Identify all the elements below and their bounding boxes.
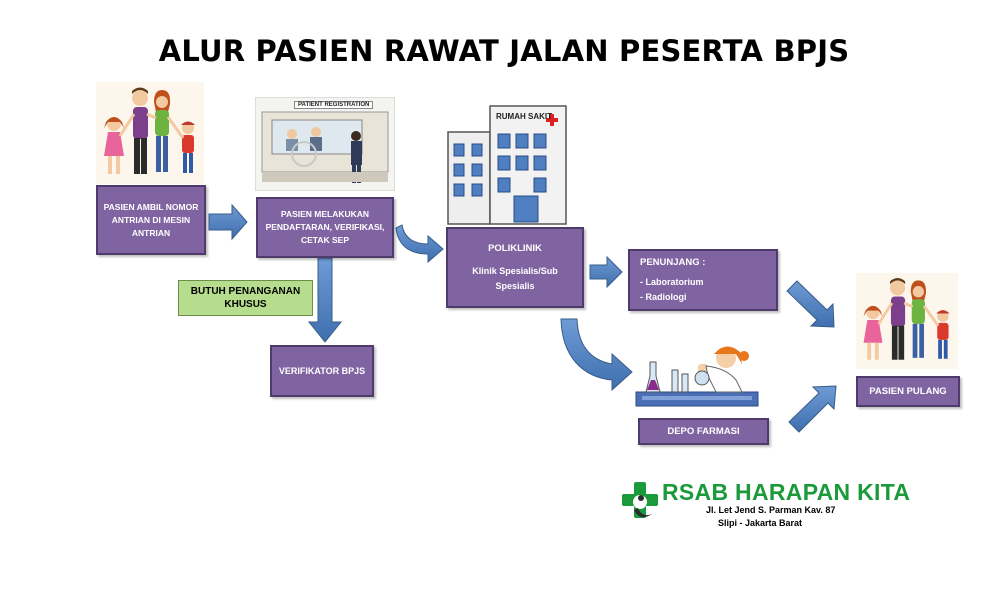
step-penunjang: PENUNJANG : - Laboratorium - Radiologi: [628, 249, 778, 311]
arrow-penunjang-to-pulang: [786, 280, 835, 328]
family-illustration: [96, 82, 204, 184]
arrow-pendaftaran-to-poliklinik: [395, 224, 444, 264]
step-ambil-nomor-line3: ANTRIAN: [131, 227, 171, 238]
step-ambil-nomor-line1: PASIEN AMBIL NOMOR: [103, 201, 199, 212]
step-verifikator-label: VERIFIKATOR BPJS: [278, 365, 366, 376]
note-butuh-penanganan-khusus: BUTUH PENANGANAN KHUSUS: [178, 280, 313, 316]
step-poliklinik-line2: Spesialis: [495, 281, 535, 291]
hospital-address-line1: Jl. Let Jend S. Parman Kav. 87: [706, 505, 836, 515]
step-pulang-label: PASIEN PULANG: [869, 386, 947, 397]
step-poliklinik: POLIKLINIK Klinik Spesialis/Sub Spesiali…: [446, 227, 584, 308]
step-pendaftaran-line3: CETAK SEP: [300, 235, 350, 245]
arrow-poliklinik-to-depo: [560, 318, 633, 392]
note-butuh-line1: BUTUH PENANGANAN: [190, 286, 301, 297]
step-depo-farmasi: DEPO FARMASI: [638, 418, 769, 445]
hospital-address-line2: Slipi - Jakarta Barat: [718, 518, 803, 528]
step-depo-label: DEPO FARMASI: [667, 426, 740, 437]
step-penunjang-item-radiologi: - Radiologi: [640, 292, 687, 302]
note-butuh-line2: KHUSUS: [224, 299, 267, 310]
diagram-title: ALUR PASIEN RAWAT JALAN PESERTA BPJS: [158, 34, 850, 68]
arrow-depo-to-pulang: [788, 385, 837, 433]
arrow-poliklinik-to-penunjang: [589, 255, 623, 289]
registration-sign: PATIENT REGISTRATION: [294, 101, 374, 109]
step-penunjang-heading: PENUNJANG :: [640, 257, 706, 268]
step-ambil-nomor-line2: ANTRIAN DI MESIN: [111, 214, 191, 225]
step-pendaftaran-line1: PASIEN MELAKUKAN: [280, 209, 370, 219]
arrow-pendaftaran-to-verifikator: [307, 257, 343, 343]
family-illustration-pulang: [856, 272, 958, 370]
step-ambil-nomor-antrian: PASIEN AMBIL NOMOR ANTRIAN DI MESIN ANTR…: [96, 185, 206, 255]
step-penunjang-item-lab: - Laboratorium: [640, 277, 704, 287]
step-pendaftaran-line2: PENDAFTARAN, VERIFIKASI,: [265, 222, 385, 232]
registration-illustration: PATIENT REGISTRATION: [255, 97, 395, 191]
arrow-antrian-to-pendaftaran: [208, 203, 248, 241]
step-poliklinik-line1: Klinik Spesialis/Sub: [472, 266, 558, 276]
hospital-name: RSAB HARAPAN KITA: [662, 479, 911, 505]
hospital-sign: RUMAH SAKIT: [496, 112, 552, 121]
step-verifikator-bpjs: VERIFIKATOR BPJS: [270, 345, 374, 397]
hospital-illustration: RUMAH SAKIT: [446, 104, 568, 226]
step-poliklinik-heading: POLIKLINIK: [488, 243, 542, 254]
rsab-logo-icon: [622, 482, 658, 518]
step-pasien-pulang: PASIEN PULANG: [856, 376, 960, 407]
step-pendaftaran: PASIEN MELAKUKAN PENDAFTARAN, VERIFIKASI…: [256, 197, 394, 258]
pharmacy-illustration: [635, 346, 759, 407]
